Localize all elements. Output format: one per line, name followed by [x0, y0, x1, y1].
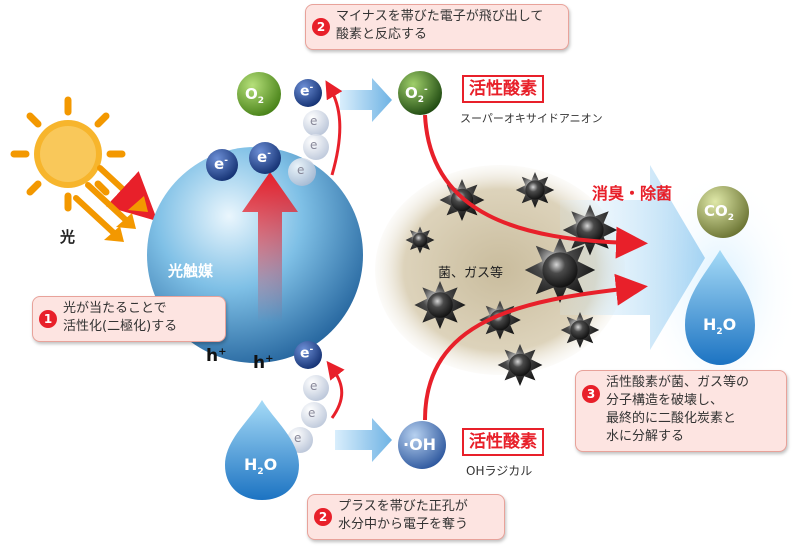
- oh-label: ·OH: [403, 435, 437, 454]
- electron-trail-label-5: e: [308, 406, 316, 420]
- electron-1: [206, 149, 238, 181]
- electron-top-label: e-: [300, 83, 314, 100]
- arrow-to-o2-minus: [340, 78, 392, 122]
- step1-line2: 活性化(二極化)する: [63, 319, 178, 334]
- light-ray-heads: [104, 196, 148, 242]
- h2o-right-label: H2O: [703, 315, 737, 338]
- step2-top-number: 2: [312, 18, 330, 36]
- co2-label: CO2: [704, 202, 735, 223]
- step2-bottom-line2: 水分中から電子を奪う: [338, 517, 469, 532]
- arrow-to-oh: [335, 418, 392, 462]
- electron-transfer-arrow: [325, 80, 343, 176]
- photocatalyst-label: 光触媒: [168, 262, 214, 280]
- step1-line1: 光が当たることで: [63, 301, 167, 316]
- radical-attack-arrow-bottom: [423, 273, 648, 421]
- electron-1-label: e-: [214, 155, 228, 173]
- callout-step2-bottom: 2 プラスを帯びた正孔が 水分中から電子を奪う: [307, 494, 505, 540]
- hole-2-label: h+: [253, 353, 274, 373]
- hole-transfer-arrow: [326, 360, 345, 419]
- deodorize-caption: 消臭・除菌: [592, 184, 673, 203]
- electron-trail-label-6: e: [294, 431, 302, 445]
- electron-bottom-label: e-: [300, 345, 314, 362]
- water-drop-right: [685, 250, 755, 365]
- electron-trail-top: [288, 79, 329, 186]
- step3-line2: 分子構造を破壊し、: [606, 393, 724, 408]
- step3-line1: 活性酸素が菌、ガス等の: [606, 375, 750, 390]
- callout-step2-top: 2 マイナスを帯びた電子が飛び出して 酸素と反応する: [305, 4, 569, 50]
- o2-molecule: [237, 72, 281, 116]
- o2-minus-label: O2-: [405, 84, 428, 105]
- step2-bottom-number: 2: [314, 508, 332, 526]
- callout-step3: 3 活性酸素が菌、ガス等の 分子構造を破壊し、 最終的に二酸化炭素と 水に分解す…: [575, 370, 787, 452]
- electron-2: [249, 142, 281, 174]
- step2-top-line1: マイナスを帯びた電子が飛び出して: [336, 9, 544, 24]
- water-drop-left: [225, 400, 299, 500]
- sun-icon: [10, 96, 126, 212]
- co2-molecule: [697, 186, 749, 238]
- step3-line3: 最終的に二酸化炭素と: [606, 411, 737, 426]
- oh-radical-caption: OHラジカル: [466, 464, 533, 478]
- superoxide-caption: スーパーオキサイドアニオン: [460, 112, 603, 125]
- electron-trail-label-2: e: [310, 138, 318, 152]
- electron-trail-bottom: [287, 341, 329, 453]
- electron-2-label: e-: [257, 148, 271, 166]
- hole-1-label: h+: [206, 346, 227, 366]
- step3-number: 3: [582, 385, 600, 403]
- callout-step1: 1 光が当たることで 活性化(二極化)する: [32, 296, 226, 342]
- active-oxygen-tag-top: 活性酸素: [462, 75, 544, 103]
- oh-radical-molecule: [398, 421, 446, 469]
- electron-trail-label-1: e: [310, 114, 318, 128]
- activation-arrow: [242, 172, 298, 322]
- step1-number: 1: [39, 310, 57, 328]
- step3-line4: 水に分解する: [606, 429, 685, 444]
- o2-minus-molecule: [398, 71, 442, 115]
- step2-bottom-line1: プラスを帯びた正孔が: [338, 499, 468, 514]
- light-label: 光: [60, 228, 76, 246]
- active-oxygen-tag-bottom: 活性酸素: [462, 428, 544, 456]
- bacteria-gas-caption: 菌、ガス等: [438, 266, 504, 281]
- electron-trail-label-3: e: [297, 163, 305, 177]
- radical-attack-arrow-top: [423, 114, 648, 259]
- o2-label: O2: [245, 85, 265, 106]
- light-rays-icon: [73, 165, 158, 238]
- h2o-left-label: H2O: [244, 455, 278, 478]
- electron-trail-label-4: e: [310, 379, 318, 393]
- step2-top-line2: 酸素と反応する: [336, 27, 428, 42]
